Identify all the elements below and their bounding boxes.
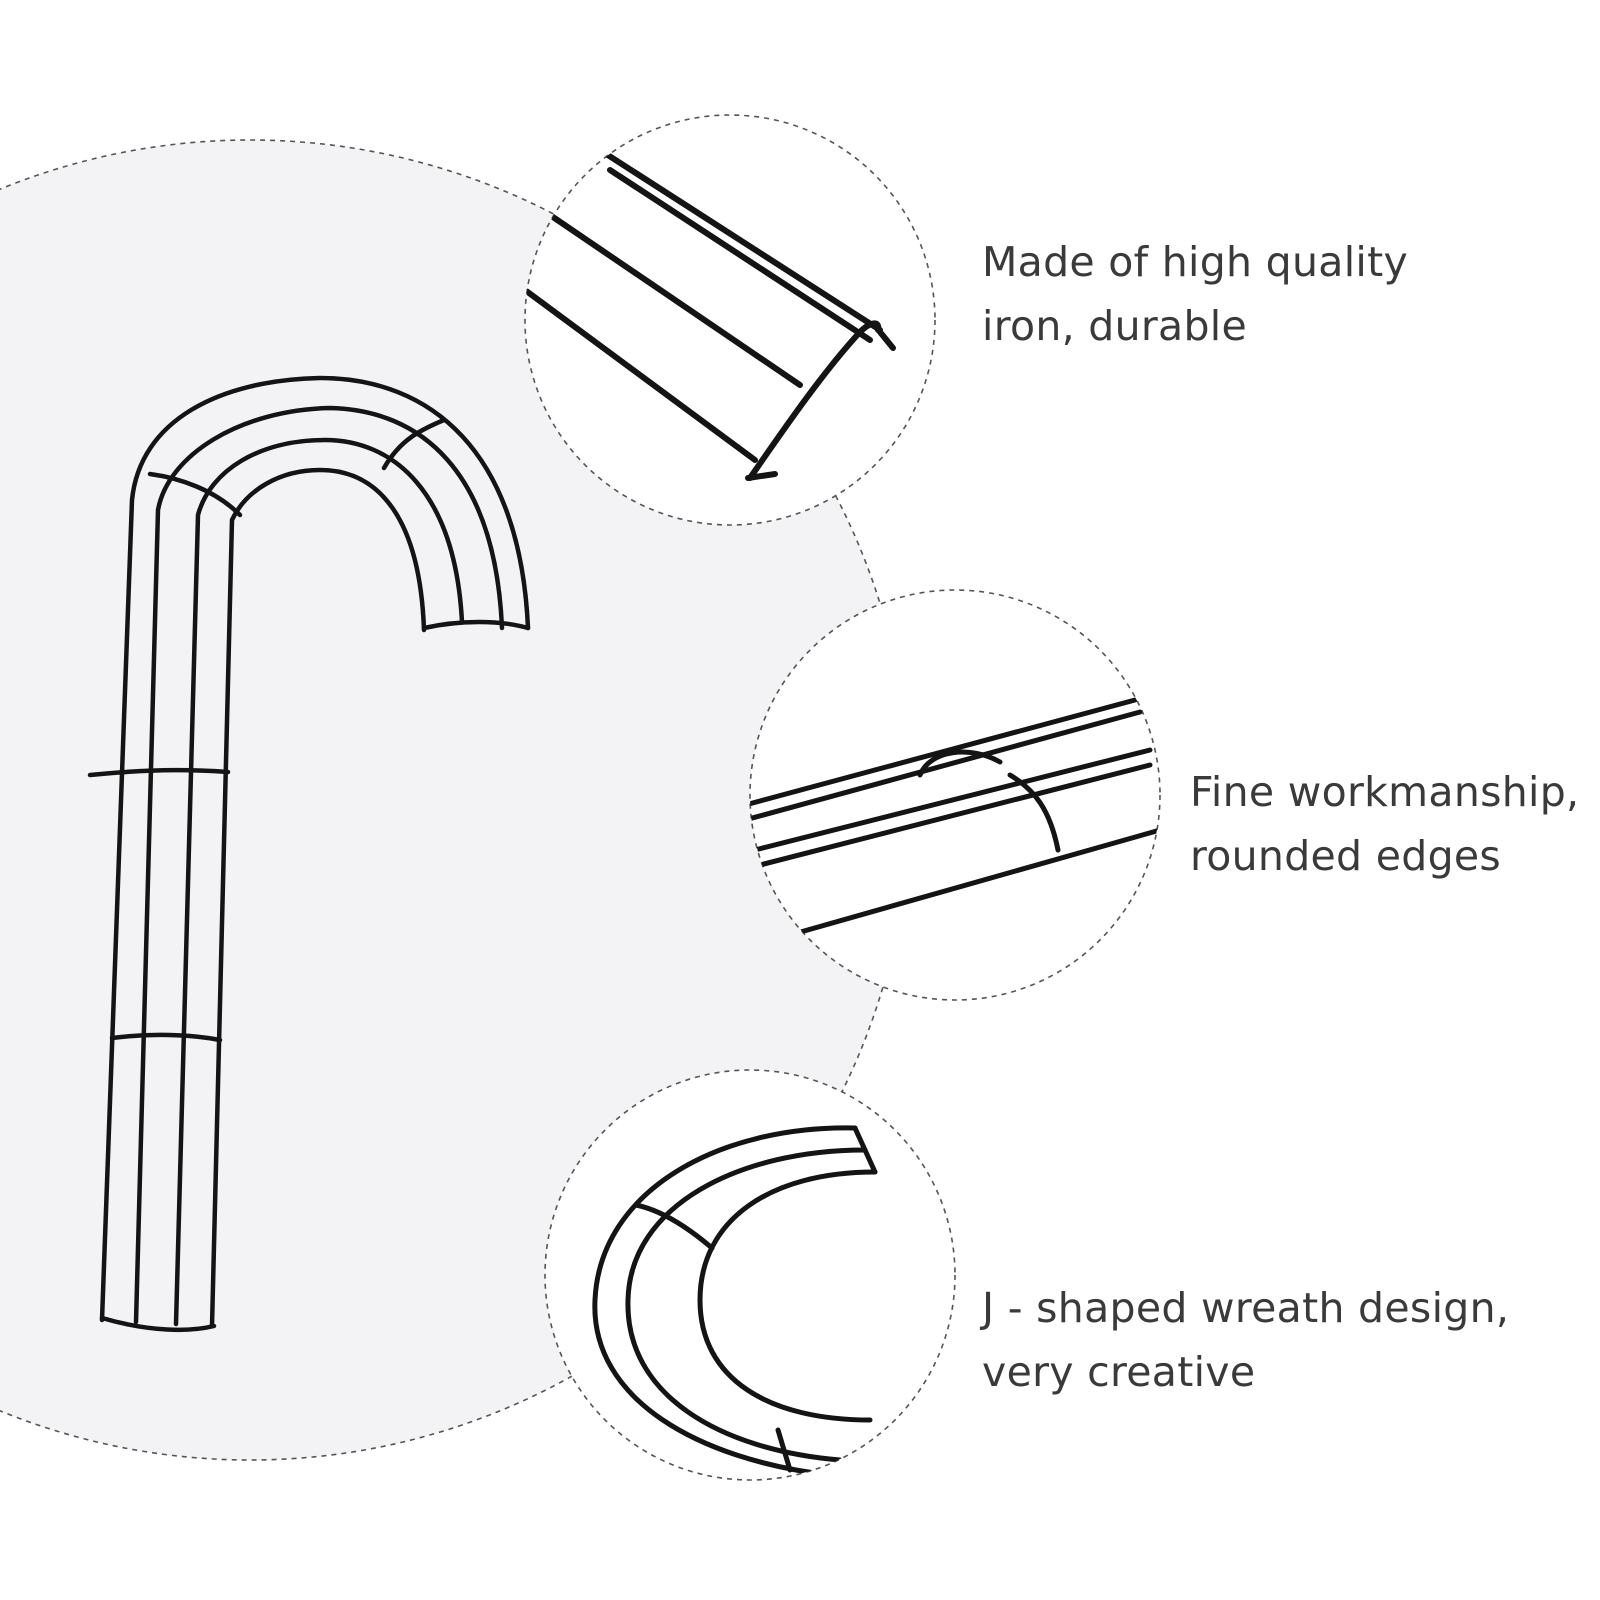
feature-text-3-line-2: very creative [982,1348,1256,1396]
feature-text-2-line-1: Fine workmanship, [1190,768,1580,816]
feature-text-2-line-2: rounded edges [1190,832,1502,880]
feature-text-3-line-1: J - shaped wreath design, [982,1284,1510,1332]
detail-circle-3 [544,1069,956,1481]
detail-circle-2 [749,589,1161,1001]
feature-text-1-line-2: iron, durable [982,302,1248,350]
candy-cane-wire-frame-icon [87,375,531,1333]
feature-text-1: Made of high quality iron, durable [982,230,1408,358]
feature-text-1-line-1: Made of high quality [982,238,1409,286]
feature-text-2: Fine workmanship, rounded edges [1190,760,1579,888]
feature-text-3: J - shaped wreath design, very creative [982,1276,1509,1404]
detail-circle-1 [524,114,936,526]
